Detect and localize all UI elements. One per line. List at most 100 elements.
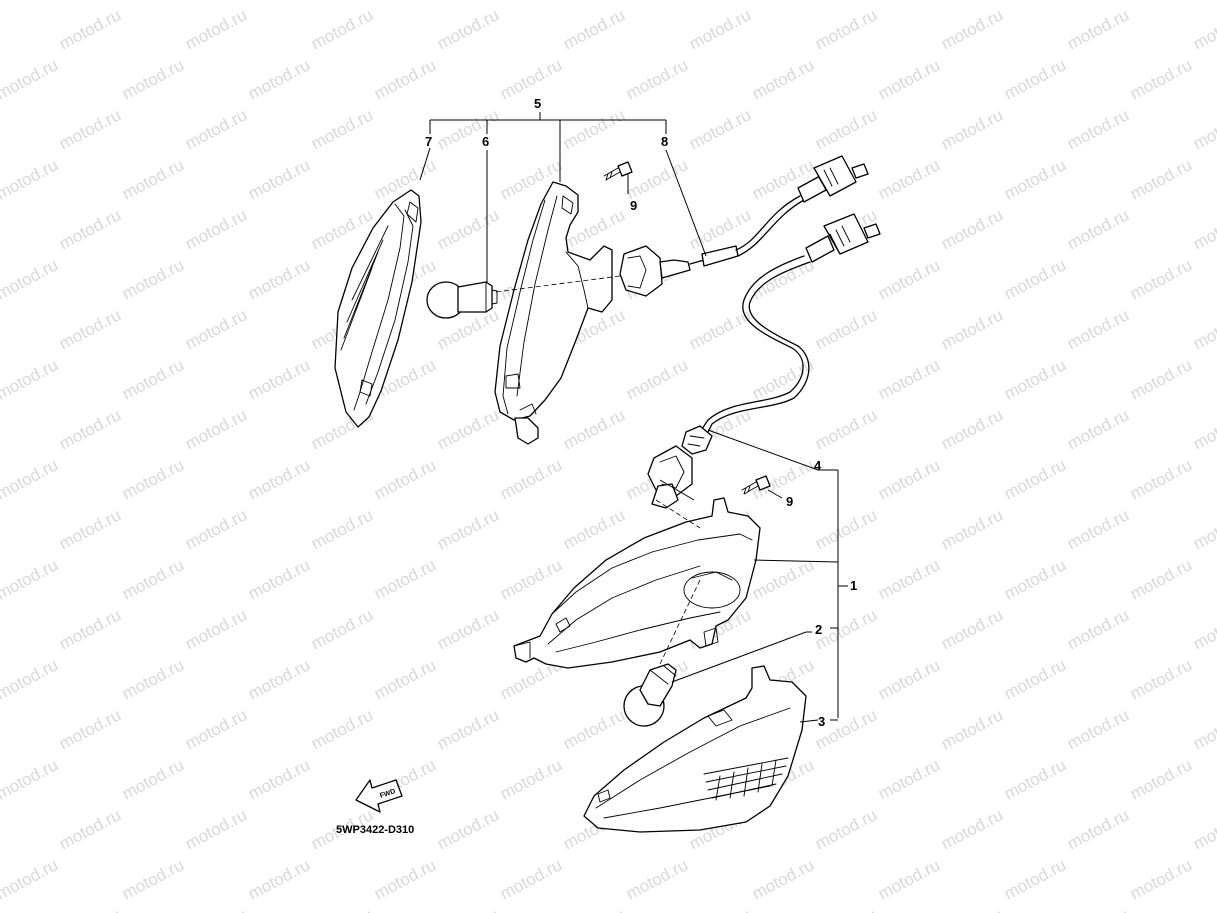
watermark-text: motod.ru: [0, 155, 61, 203]
watermark-text: motod.ru: [182, 405, 250, 453]
watermark-text: motod.ru: [1064, 5, 1132, 53]
callout-3: 3: [818, 714, 825, 729]
part-1-housing: [513, 497, 761, 669]
watermark-text: motod.ru: [938, 205, 1006, 253]
watermark-text: motod.ru: [245, 655, 313, 703]
part-8-socket-upper: [619, 245, 739, 297]
watermark-text: motod.ru: [1190, 505, 1217, 553]
watermark-text: motod.ru: [119, 0, 187, 4]
watermark-text: motod.ru: [1190, 205, 1217, 253]
watermark-text: motod.ru: [875, 655, 943, 703]
watermark-text: motod.ru: [1127, 855, 1195, 903]
watermark-text: motod.ru: [812, 505, 880, 553]
watermark-text: motod.ru: [938, 505, 1006, 553]
watermark-text: motod.ru: [497, 855, 565, 903]
watermark-text: motod.ru: [938, 5, 1006, 53]
watermark-text: motod.ru: [245, 855, 313, 903]
watermark-text: motod.ru: [245, 55, 313, 103]
alignment-lines: [495, 275, 701, 665]
watermark-text: motod.ru: [938, 405, 1006, 453]
watermark-text: motod.ru: [182, 505, 250, 553]
watermark-text: motod.ru: [497, 0, 565, 4]
watermark-text: motod.ru: [1127, 555, 1195, 603]
watermark-text: motod.ru: [560, 405, 628, 453]
watermark-text: motod.ru: [1190, 705, 1217, 753]
watermark-text: motod.ru: [875, 255, 943, 303]
watermark-text: motod.ru: [623, 355, 691, 403]
callout-5: 5: [534, 96, 541, 111]
watermark-text: motod.ru: [119, 155, 187, 203]
watermark-text: motod.ru: [1064, 905, 1132, 913]
watermark-text: motod.ru: [371, 0, 439, 4]
watermark-text: motod.ru: [686, 905, 754, 913]
watermark-text: motod.ru: [119, 555, 187, 603]
watermark-text: motod.ru: [875, 155, 943, 203]
watermark-text: motod.ru: [1001, 455, 1069, 503]
part-4-socket-lower: [647, 425, 713, 509]
watermark-text: motod.ru: [623, 855, 691, 903]
watermark-text: motod.ru: [119, 355, 187, 403]
watermark-text: motod.ru: [245, 555, 313, 603]
watermark-text: motod.ru: [434, 905, 502, 913]
part-9-screw-lower: [741, 475, 771, 495]
watermark-text: motod.ru: [371, 555, 439, 603]
watermark-text: motod.ru: [56, 905, 124, 913]
watermark-text: motod.ru: [56, 505, 124, 553]
watermark-text: motod.ru: [0, 755, 61, 803]
watermark-text: motod.ru: [119, 455, 187, 503]
watermark-text: motod.ru: [1001, 155, 1069, 203]
watermark-text: motod.ru: [56, 805, 124, 853]
watermark-text: motod.ru: [182, 805, 250, 853]
part-9-screw-upper: [603, 161, 633, 181]
watermark-text: motod.ru: [812, 305, 880, 353]
callout-8: 8: [661, 134, 668, 149]
watermark-text: motod.ru: [182, 105, 250, 153]
watermark-text: motod.ru: [812, 105, 880, 153]
watermark-text: motod.ru: [0, 55, 61, 103]
watermark-text: motod.ru: [245, 155, 313, 203]
watermark-text: motod.ru: [245, 255, 313, 303]
watermark-text: motod.ru: [1190, 905, 1217, 913]
watermark-text: motod.ru: [0, 355, 61, 403]
watermark-text: motod.ru: [875, 0, 943, 4]
watermark-text: motod.ru: [0, 0, 61, 4]
watermark-text: motod.ru: [938, 105, 1006, 153]
watermark-text: motod.ru: [434, 805, 502, 853]
watermark-text: motod.ru: [1001, 355, 1069, 403]
watermark-text: motod.ru: [812, 5, 880, 53]
watermark-text: motod.ru: [1064, 305, 1132, 353]
watermark-text: motod.ru: [371, 655, 439, 703]
watermark-text: motod.ru: [497, 755, 565, 803]
watermark-text: motod.ru: [56, 705, 124, 753]
watermark-text: motod.ru: [812, 405, 880, 453]
watermark-text: motod.ru: [938, 905, 1006, 913]
watermark-text: motod.ru: [497, 455, 565, 503]
watermark-text: motod.ru: [0, 555, 61, 603]
watermark-text: motod.ru: [938, 805, 1006, 853]
watermark-text: motod.ru: [245, 0, 313, 4]
watermark-text: motod.ru: [749, 55, 817, 103]
watermark-text: motod.ru: [749, 555, 817, 603]
watermark-text: motod.ru: [245, 755, 313, 803]
watermark-text: motod.ru: [56, 5, 124, 53]
watermark-text: motod.ru: [1001, 555, 1069, 603]
watermark-text: motod.ru: [308, 605, 376, 653]
watermark-text: motod.ru: [938, 605, 1006, 653]
watermark-text: motod.ru: [938, 705, 1006, 753]
part-6-bulb: [426, 281, 498, 319]
watermark-text: motod.ru: [560, 105, 628, 153]
watermark-text: motod.ru: [1127, 155, 1195, 203]
watermark-text: motod.ru: [1190, 105, 1217, 153]
watermark-text: motod.ru: [182, 905, 250, 913]
watermark-text: motod.ru: [182, 5, 250, 53]
watermark-text: motod.ru: [56, 205, 124, 253]
watermark-text: motod.ru: [119, 655, 187, 703]
watermark-text: motod.ru: [0, 455, 61, 503]
watermark-text: motod.ru: [560, 5, 628, 53]
watermark-text: motod.ru: [308, 905, 376, 913]
watermark-text: motod.ru: [308, 105, 376, 153]
callout-2: 2: [815, 622, 822, 637]
part-5-housing: [494, 181, 613, 445]
watermark-text: motod.ru: [1127, 455, 1195, 503]
leader-lines: [419, 112, 848, 723]
